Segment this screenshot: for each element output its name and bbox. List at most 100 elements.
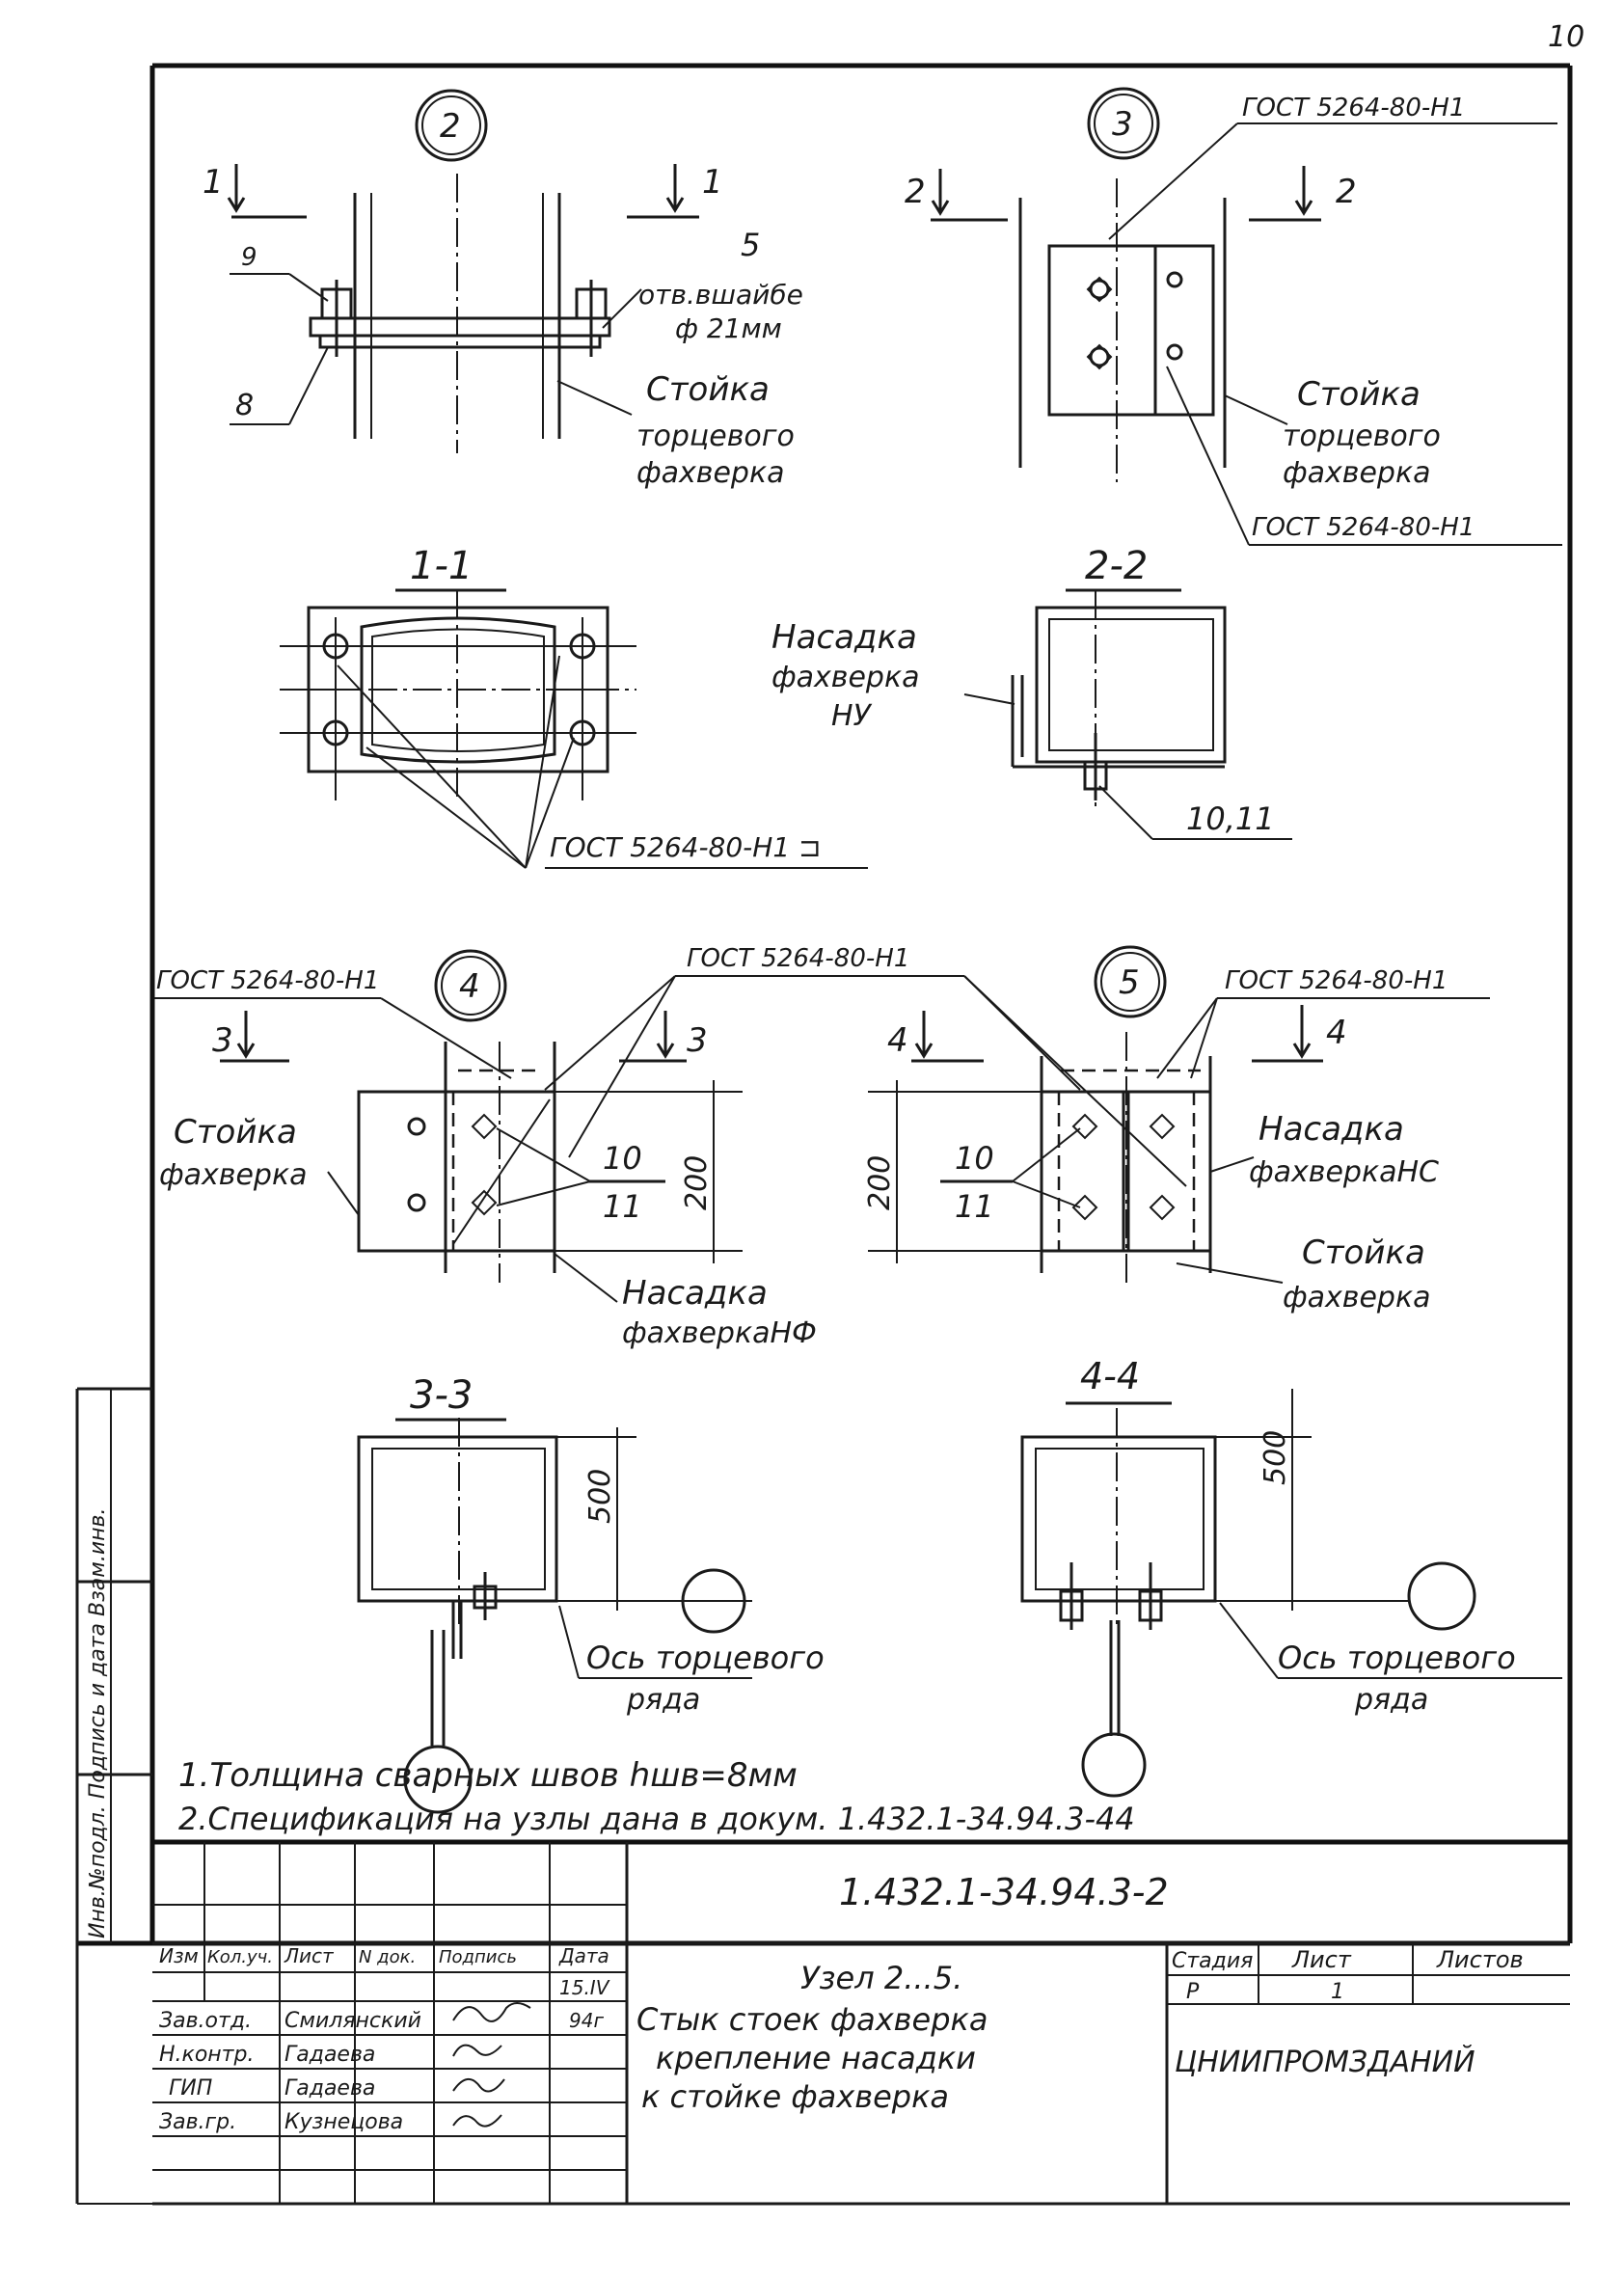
detail-3: 3 2 2 ГОСТ 5264-80-Н1 ГОСТ 5264-80-Н1 Ст… [905, 87, 1562, 546]
detail-5-gost-right: ГОСТ 5264-80-Н1 [1225, 966, 1448, 995]
tb-header-ndok: N док. [359, 1947, 416, 1967]
detail-2-marker [415, 89, 488, 162]
detail-4-dim: 200 [680, 1155, 714, 1210]
signature-4 [452, 2114, 502, 2128]
detail-2-note-hole-1: отв.вшайбе [638, 279, 803, 311]
tb-header-data: Дата [558, 1944, 609, 1967]
detail-3-gost-top: ГОСТ 5264-80-Н1 [1242, 94, 1465, 122]
detail-5-pos-den: 11 [955, 1188, 994, 1225]
tb-title-2: Стык стоек фахверка [636, 2001, 988, 2038]
tb-header-kol: Кол.уч. [207, 1947, 273, 1967]
page-number: 10 [1548, 20, 1584, 54]
detail-4-cut-right: 3 [687, 1021, 708, 1060]
detail-5-label-right-2: фахверкаНС [1249, 1155, 1439, 1189]
tb-header-izm: Изм [159, 1944, 199, 1967]
section-4-4: 4-4 500 Ось торцевого ряда [1020, 1355, 1562, 1798]
detail-4-label-left-1: Стойка [174, 1113, 297, 1152]
detail-3-marker [1087, 87, 1160, 160]
section-2-2-title: 2-2 [1085, 544, 1148, 588]
detail-4-pos-num: 10 [603, 1140, 642, 1177]
detail-2-pos-9: 9 [241, 243, 257, 272]
detail-4-marker [434, 949, 507, 1022]
detail-4-label-left-2: фахверка [159, 1158, 307, 1192]
detail-3-cut-left: 2 [905, 173, 926, 211]
detail-2-id: 2 [440, 107, 461, 146]
detail-4: 4 3 3 ГОСТ 5264-80-Н1 ГОСТ 5264-80-Н1 [154, 944, 964, 1350]
section-1-1-title: 1-1 [410, 544, 473, 588]
detail-2-cut-left: 1 [203, 163, 224, 202]
section-3-3: 3-3 500 Ось торцевого ряда [357, 1373, 825, 1814]
tb-org: ЦНИИПРОМЗДАНИЙ [1175, 2045, 1475, 2079]
section-4-4-title: 4-4 [1080, 1355, 1140, 1397]
detail-3-label-1: Стойка [1297, 375, 1421, 414]
detail-3-gost-bottom: ГОСТ 5264-80-Н1 [1252, 513, 1475, 542]
detail-2-cut-right: 1 [702, 163, 723, 202]
detail-3-label-2: торцевого [1283, 420, 1441, 453]
tb-row-1-role: Зав.отд. [159, 2009, 252, 2033]
detail-2-label-1: Стойка [646, 370, 770, 409]
section-3-3-dim: 500 [583, 1469, 617, 1524]
detail-3-id: 3 [1112, 105, 1133, 144]
signature-1 [452, 2002, 531, 2022]
section-2-2: 2-2 Насадка фахверка НУ 10,11 [771, 544, 1292, 840]
detail-2-label-3: фахверка [636, 456, 784, 490]
tb-title-4: к стойке фахверка [641, 2078, 949, 2115]
note-2: 2.Спецификация на узлы дана в докум. 1.4… [178, 1801, 1135, 1837]
tb-row-4-role: Зав.гр. [159, 2110, 236, 2134]
title-block: Изм Кол.уч. Лист N док. Подпись Дата 15.… [75, 1839, 1570, 2206]
detail-5-label-bottom-2: фахверка [1283, 1281, 1430, 1315]
tb-sheet-label: Лист [1291, 1946, 1352, 1973]
tb-row-2-name: Гадаева [284, 2043, 375, 2067]
section-2-2-label-2: фахверка [771, 661, 919, 694]
side-stamp-text: Инв.№подл. Подпись и дата Взам.инв. [86, 1507, 110, 1938]
tb-title-3: крепление насадки [656, 2040, 976, 2076]
tb-header-list: Лист [284, 1944, 335, 1967]
signature-2 [452, 2044, 502, 2057]
detail-5-label-bottom-1: Стойка [1302, 1233, 1425, 1272]
tb-row-1-name: Смилянский [284, 2009, 421, 2033]
detail-2: 2 1 1 9 8 5 отв.вшайбе ф 21мм [203, 89, 803, 490]
detail-2-pos-8: 8 [235, 389, 254, 422]
detail-4-label-bottom-2: фахверкаНФ [622, 1316, 817, 1350]
detail-5-dim: 200 [863, 1155, 897, 1210]
detail-5-cut-left: 4 [887, 1021, 908, 1060]
tb-title-1: Узел 2...5. [800, 1960, 962, 1996]
signature-3 [452, 2078, 505, 2093]
tb-doc-code: 1.432.1-34.94.3-2 [839, 1871, 1169, 1913]
detail-3-cut-right: 2 [1336, 173, 1357, 211]
detail-4-gost-left: ГОСТ 5264-80-Н1 [156, 966, 379, 995]
tb-sheets-label: Листов [1436, 1946, 1524, 1973]
detail-4-pos-den: 11 [603, 1188, 642, 1225]
detail-2-pos-5: 5 [741, 227, 760, 263]
section-2-2-pos: 10,11 [1186, 800, 1275, 837]
section-2-2-label-1: Насадка [771, 618, 917, 657]
tb-stage-label: Стадия [1172, 1949, 1253, 1973]
tb-date-2: 94г [569, 2009, 604, 2032]
section-4-4-axis-1: Ось торцевого [1278, 1640, 1516, 1676]
detail-2-note-hole-2: ф 21мм [675, 312, 782, 344]
detail-2-label-2: торцевого [636, 420, 795, 453]
detail-5: 5 4 4 ГОСТ 5264-80-Н1 200 [863, 945, 1490, 1315]
detail-5-cut-right: 4 [1326, 1014, 1347, 1052]
detail-5-label-right-1: Насадка [1259, 1110, 1404, 1149]
section-1-1-gost: ГОСТ 5264-80-Н1 ⊐ [550, 831, 822, 863]
tb-row-2-role: Н.контр. [159, 2043, 254, 2067]
section-1-1: 1-1 ГОСТ 5264-80-Н1 ⊐ [280, 544, 868, 869]
tb-header-podpis: Подпись [439, 1947, 517, 1967]
detail-3-label-3: фахверка [1283, 456, 1430, 490]
tb-row-4-name: Кузнецова [284, 2110, 403, 2134]
tb-sheet: 1 [1331, 1980, 1344, 2004]
section-4-4-dim: 500 [1259, 1430, 1292, 1485]
detail-4-id: 4 [459, 967, 480, 1006]
section-3-3-title: 3-3 [410, 1373, 473, 1418]
detail-5-pos-num: 10 [955, 1140, 994, 1177]
tb-row-3-name: Гадаева [284, 2076, 375, 2101]
section-3-3-axis-1: Ось торцевого [586, 1640, 825, 1676]
detail-5-id: 5 [1119, 963, 1140, 1002]
tb-row-3-role: ГИП [169, 2076, 212, 2101]
section-3-3-axis-2: ряда [626, 1683, 700, 1717]
section-2-2-label-3: НУ [831, 699, 873, 733]
side-stamp: Инв.№подл. Подпись и дата Взам.инв. [75, 1387, 152, 1943]
section-4-4-axis-2: ряда [1354, 1683, 1428, 1717]
